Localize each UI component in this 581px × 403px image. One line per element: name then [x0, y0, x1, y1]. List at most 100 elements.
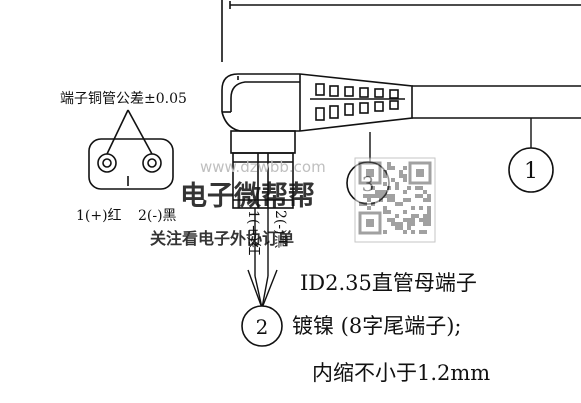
- qr-module: [371, 186, 375, 190]
- qr-module: [403, 166, 407, 170]
- qr-module: [383, 170, 387, 174]
- qr-module: [383, 206, 387, 210]
- spec-line-3: 内缩不小于1.2mm: [312, 361, 490, 385]
- qr-module: [395, 186, 399, 190]
- qr-module: [383, 194, 387, 198]
- qr-finder-core: [366, 169, 374, 177]
- qr-module: [411, 206, 415, 210]
- callout-2-label: 2: [256, 315, 269, 339]
- qr-module: [403, 178, 407, 182]
- qr-module: [419, 230, 423, 234]
- qr-module: [427, 222, 431, 226]
- qr-module: [359, 202, 363, 206]
- qr-module: [427, 194, 431, 198]
- qr-module: [379, 194, 383, 198]
- pin2-label: 2(-)黑: [138, 208, 177, 224]
- callout-2: 2: [241, 305, 283, 347]
- qr-module: [395, 222, 399, 226]
- qr-module: [367, 198, 371, 202]
- qr-module: [407, 222, 411, 226]
- qr-module: [423, 222, 427, 226]
- qr-module: [411, 230, 415, 234]
- qr-finder: [408, 161, 432, 185]
- qr-module: [383, 190, 387, 194]
- qr-module: [411, 214, 415, 218]
- pin-diagram: [88, 109, 174, 190]
- qr-module: [383, 210, 387, 214]
- callout-leaders: [369, 118, 532, 162]
- qr-module: [419, 206, 423, 210]
- qr-module: [375, 194, 379, 198]
- qr-finder-core: [366, 219, 374, 227]
- frame-lines: [221, 0, 581, 62]
- pin1-label: 1(+)红: [76, 208, 122, 224]
- qr-module: [407, 218, 411, 222]
- qr-module: [411, 218, 415, 222]
- qr-module: [379, 198, 383, 202]
- qr-module: [399, 174, 403, 178]
- qr-module: [395, 202, 399, 206]
- qr-module: [403, 198, 407, 202]
- qr-module: [407, 186, 411, 190]
- qr-module: [391, 222, 395, 226]
- qr-module: [427, 198, 431, 202]
- qr-module: [371, 202, 375, 206]
- vertical-pin1-label: 1(+)红: [245, 210, 261, 256]
- qr-module: [391, 178, 395, 182]
- wire-leads: [247, 208, 278, 309]
- qr-module: [391, 194, 395, 198]
- qr-module: [399, 226, 403, 230]
- qr-module: [395, 226, 399, 230]
- qr-finder: [358, 211, 382, 235]
- qr-module: [427, 206, 431, 210]
- qr-module: [423, 218, 427, 222]
- qr-module: [415, 186, 419, 190]
- qr-module: [399, 222, 403, 226]
- qr-module: [399, 202, 403, 206]
- watermark-url: www.dzwbb.com: [200, 158, 326, 176]
- qr-module: [387, 186, 391, 190]
- qr-module: [371, 194, 375, 198]
- vertical-pin2-label: 2(-)黑: [272, 210, 288, 249]
- qr-module: [407, 226, 411, 230]
- qr-module: [395, 214, 399, 218]
- qr-module: [427, 218, 431, 222]
- callout-1: 1: [508, 147, 554, 193]
- qr-module: [423, 190, 427, 194]
- callout-1-label: 1: [524, 159, 538, 184]
- qr-module: [391, 198, 395, 202]
- watermark-title: 电子微帮帮: [180, 181, 315, 212]
- qr-module: [415, 194, 419, 198]
- qr-module: [375, 190, 379, 194]
- qr-module: [387, 162, 391, 166]
- qr-module: [403, 174, 407, 178]
- qr-module: [419, 218, 423, 222]
- qr-module: [383, 230, 387, 234]
- qr-finder: [358, 161, 382, 185]
- qr-module: [391, 166, 395, 170]
- qr-module: [387, 218, 391, 222]
- qr-module: [395, 182, 399, 186]
- qr-module: [419, 186, 423, 190]
- spec-line-1: ID2.35直管母端子: [300, 271, 477, 295]
- qr-module: [363, 202, 367, 206]
- barrel-connector: [230, 130, 296, 209]
- qr-module: [427, 210, 431, 214]
- qr-module: [411, 222, 415, 226]
- qr-module: [415, 214, 419, 218]
- qr-module: [427, 214, 431, 218]
- qr-module: [403, 190, 407, 194]
- strain-relief-boot: [299, 73, 413, 132]
- qr-module: [391, 218, 395, 222]
- qr-module: [387, 198, 391, 202]
- qr-module: [423, 198, 427, 202]
- qr-module: [387, 166, 391, 170]
- qr-module: [403, 210, 407, 214]
- watermark-qr: [354, 157, 436, 243]
- qr-module: [423, 214, 427, 218]
- qr-module: [367, 194, 371, 198]
- spec-line-2: 镀镍 (8字尾端子);: [292, 314, 462, 338]
- qr-module: [399, 170, 403, 174]
